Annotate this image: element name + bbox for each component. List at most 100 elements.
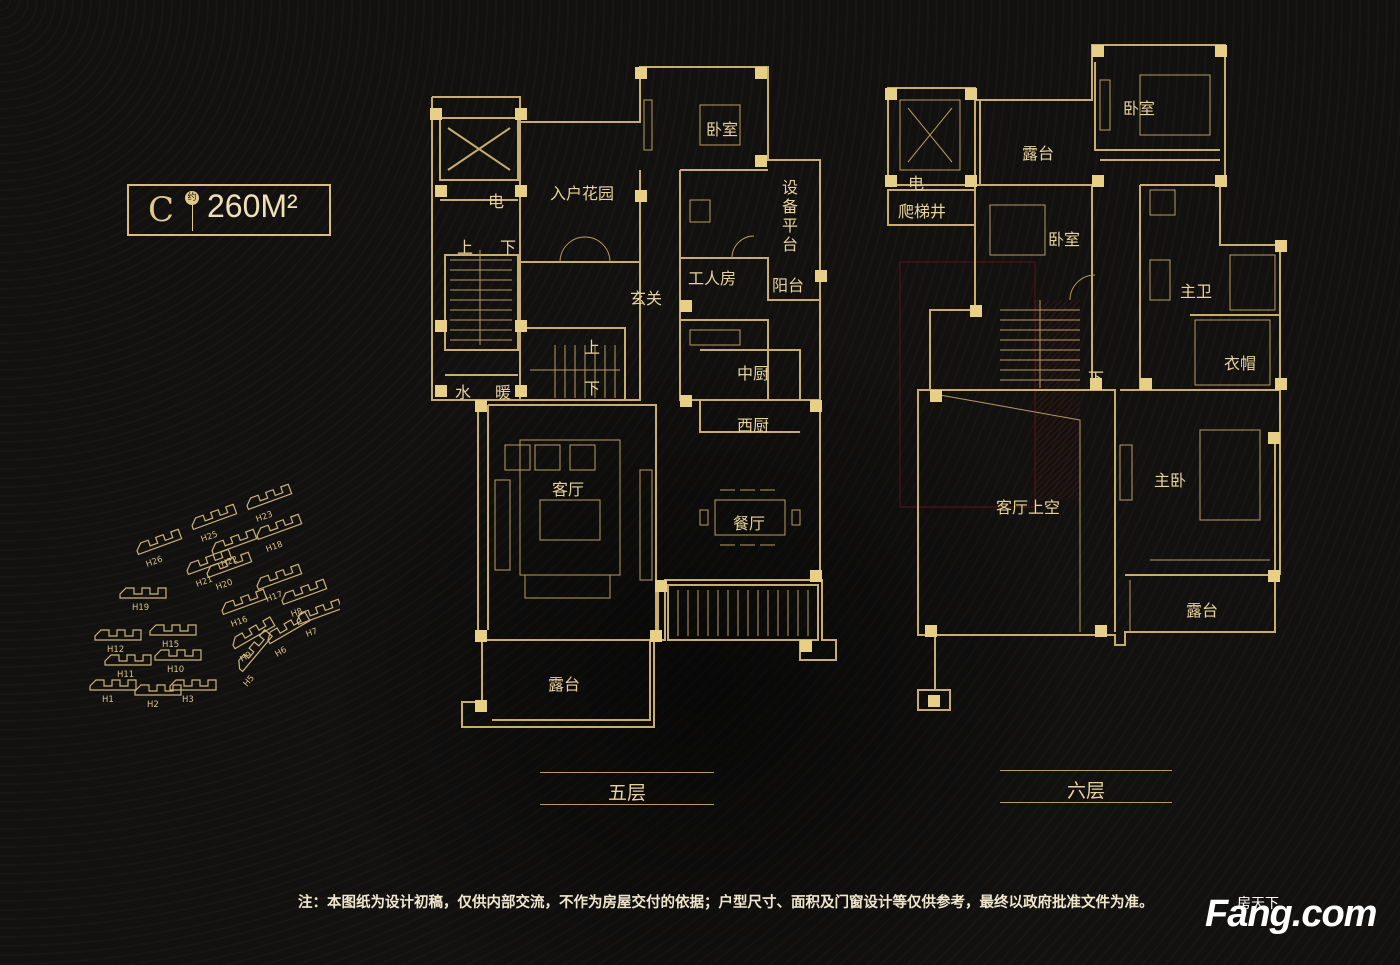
column [1092,175,1104,187]
column [515,320,527,332]
site-building-label: H1 [102,695,114,705]
column [1268,432,1280,444]
floor5-walls [431,66,837,728]
f6-void-label: 客厅上空 [996,498,1061,517]
site-building [206,551,253,579]
column [435,185,447,197]
column [1275,378,1287,390]
floor5-title: 五层 [607,782,646,804]
site-building [191,503,238,531]
column [965,175,977,187]
site-building [281,578,328,606]
column [635,190,647,202]
site-building [89,679,137,691]
column [1140,378,1152,390]
f6-master-bedroom-label: 主卧 [1154,471,1187,490]
column [1275,240,1287,252]
floor5-line-top [540,772,714,773]
f5-maid-room-label: 工人房 [688,269,737,288]
column [655,580,667,592]
f5-down-label: 下 [500,238,517,257]
column [755,67,767,79]
column [810,570,822,582]
f6-terrace-top-label: 露台 [1022,144,1055,163]
floor5-line-bottom [540,804,714,805]
f5-foyer-label: 玄关 [630,289,663,308]
f5-stair-up-label: 上 [584,338,601,357]
f5-balcony-label: 阳台 [772,276,805,295]
site-building [267,611,311,645]
f6-closet-label: 衣帽 [1224,354,1257,373]
f5-stair-down-label: 下 [584,379,601,398]
site-building-label: H11 [117,670,134,680]
site-building [211,528,258,556]
column [475,700,487,712]
f5-elevator-label: 电 [488,192,505,211]
site-building [94,629,142,641]
column [885,175,897,187]
column [930,390,942,402]
f6-bedroom-a-label: 卧室 [1123,99,1156,118]
floor6-line-bottom [1000,802,1172,803]
floor5-details [450,99,809,636]
site-building [134,684,182,696]
column [965,88,977,100]
column [635,67,647,79]
site-building [246,483,293,511]
f6-terrace-bottom-label: 露台 [1186,601,1219,620]
column [515,385,527,397]
column [435,385,447,397]
column [680,300,692,312]
site-building [256,513,303,541]
site-building [221,588,268,616]
overlay-hatch [1035,300,1080,500]
f5-living-label: 客厅 [552,480,585,499]
f6-down-label: 下 [1088,369,1105,388]
column [650,630,662,642]
column [885,88,897,100]
site-building [238,628,274,673]
site-building [136,528,183,556]
site-building [169,679,217,691]
unit-area-box [127,184,331,236]
f5-entry-garden-label: 入户花园 [550,184,615,203]
floor6-walls [887,44,1281,711]
watermark: Fang.com 房天下 [1205,893,1377,936]
column [1268,570,1280,582]
column [435,320,447,332]
site-building-label: H10 [167,665,184,675]
site-building-label: H7 [305,626,320,639]
f5-terrace-label: 露台 [548,675,581,694]
site-building [154,649,202,661]
column [1095,625,1107,637]
column [810,400,822,412]
watermark-sub: 房天下 [1237,895,1279,911]
site-building-label: H3 [182,695,194,705]
f6-elevator-label: 电 [908,174,925,193]
watermark-logo: Fang.com [1205,893,1377,935]
structural-columns [430,45,1287,712]
unit-area-value: 260M² [207,188,298,224]
floor6-details [899,74,1276,632]
f5-water-label: 水 [455,383,472,402]
site-building-label: H19 [132,603,149,613]
f5-chinese-kitchen-label: 中厨 [737,364,770,383]
disclaimer-note: 注：本图纸为设计初稿，仅供内部交流，不作为房屋交付的依据；户型尺寸、面积及门窗设… [298,895,1154,911]
column [1215,45,1227,57]
column [970,305,982,317]
f5-equipment-label: 设备平台 [782,178,799,254]
column [475,400,487,412]
unit-divider [192,205,193,231]
approx-badge: 约 [185,191,199,205]
column [1215,175,1227,187]
column [928,695,940,707]
column [475,630,487,642]
column [800,640,812,652]
column [680,395,692,407]
floor6-line-top [1000,770,1172,771]
site-building [119,587,167,599]
column [815,270,827,282]
site-building-label: H2 [147,700,159,710]
site-building-label: H8 [290,606,305,619]
